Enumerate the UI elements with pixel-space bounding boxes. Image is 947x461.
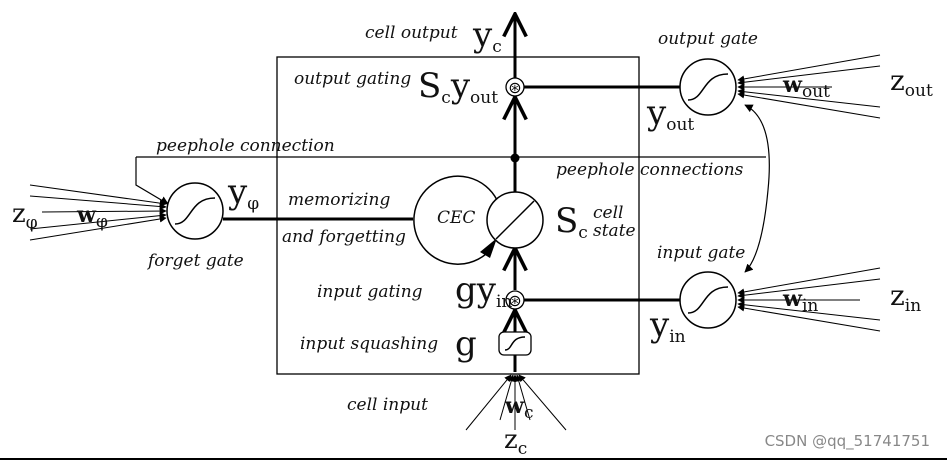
input-gating-label: input gating xyxy=(317,282,423,302)
zin-symbol: zin xyxy=(890,279,921,316)
input-gate-node xyxy=(679,271,737,329)
zc-symbol: zc xyxy=(504,425,527,459)
forget-gate-node xyxy=(166,182,224,240)
output-gating-label: output gating xyxy=(294,69,411,89)
yout-symbol: yout xyxy=(646,93,694,135)
peephole-connections-label: peephole connections xyxy=(556,160,744,180)
output-multiply-node xyxy=(505,77,525,97)
input-multiply-node xyxy=(505,290,525,310)
zphi-symbol: zφ xyxy=(12,199,38,233)
g-yin-symbol: gyin xyxy=(455,270,512,312)
peephole-junction xyxy=(510,153,520,163)
cell-input-label: cell input xyxy=(347,395,428,415)
and-forgetting-label: and forgetting xyxy=(282,227,406,247)
yin-symbol: yin xyxy=(649,305,686,347)
sc-yout-symbol: Scyout xyxy=(418,66,498,108)
input-gate-label: input gate xyxy=(657,243,745,263)
g-symbol: g xyxy=(455,324,477,364)
win-symbol: win xyxy=(782,286,818,316)
forget-gate-label: forget gate xyxy=(146,251,244,271)
memory-cell-box xyxy=(276,56,640,375)
output-gate-label: output gate xyxy=(658,29,758,49)
cell-label: cell xyxy=(593,203,623,223)
wout-symbol: wout xyxy=(782,72,830,102)
input-squashing-box xyxy=(498,331,532,356)
memorizing-label: memorizing xyxy=(288,190,390,210)
peephole-gates-curve xyxy=(744,104,770,273)
input-squashing-label: input squashing xyxy=(300,334,438,354)
input-gate-inputs xyxy=(737,267,881,332)
cec-loop xyxy=(413,175,498,265)
state-label: state xyxy=(593,221,636,241)
forget-gate-inputs xyxy=(29,184,167,241)
output-gate-node xyxy=(679,58,737,116)
cell-output-label: cell output xyxy=(365,23,458,43)
cec-label: CEC xyxy=(437,208,475,228)
input-multiply-glyph: ⊛ xyxy=(508,291,521,310)
zout-symbol: zout xyxy=(890,64,933,101)
peephole-connection-label: peephole connection xyxy=(156,136,335,156)
yc-symbol: yc xyxy=(472,15,502,57)
yphi-symbol: yφ xyxy=(227,172,259,214)
watermark: CSDN @qq_51741751 xyxy=(765,432,930,451)
peephole-to-forget xyxy=(135,157,169,205)
wphi-symbol: wφ xyxy=(76,202,108,232)
cell-input-inputs xyxy=(465,374,567,431)
sc-symbol: Sc xyxy=(555,201,588,243)
output-gate-inputs xyxy=(737,54,881,119)
wc-symbol: wc xyxy=(504,393,533,423)
output-multiply-glyph: ⊛ xyxy=(508,78,521,97)
